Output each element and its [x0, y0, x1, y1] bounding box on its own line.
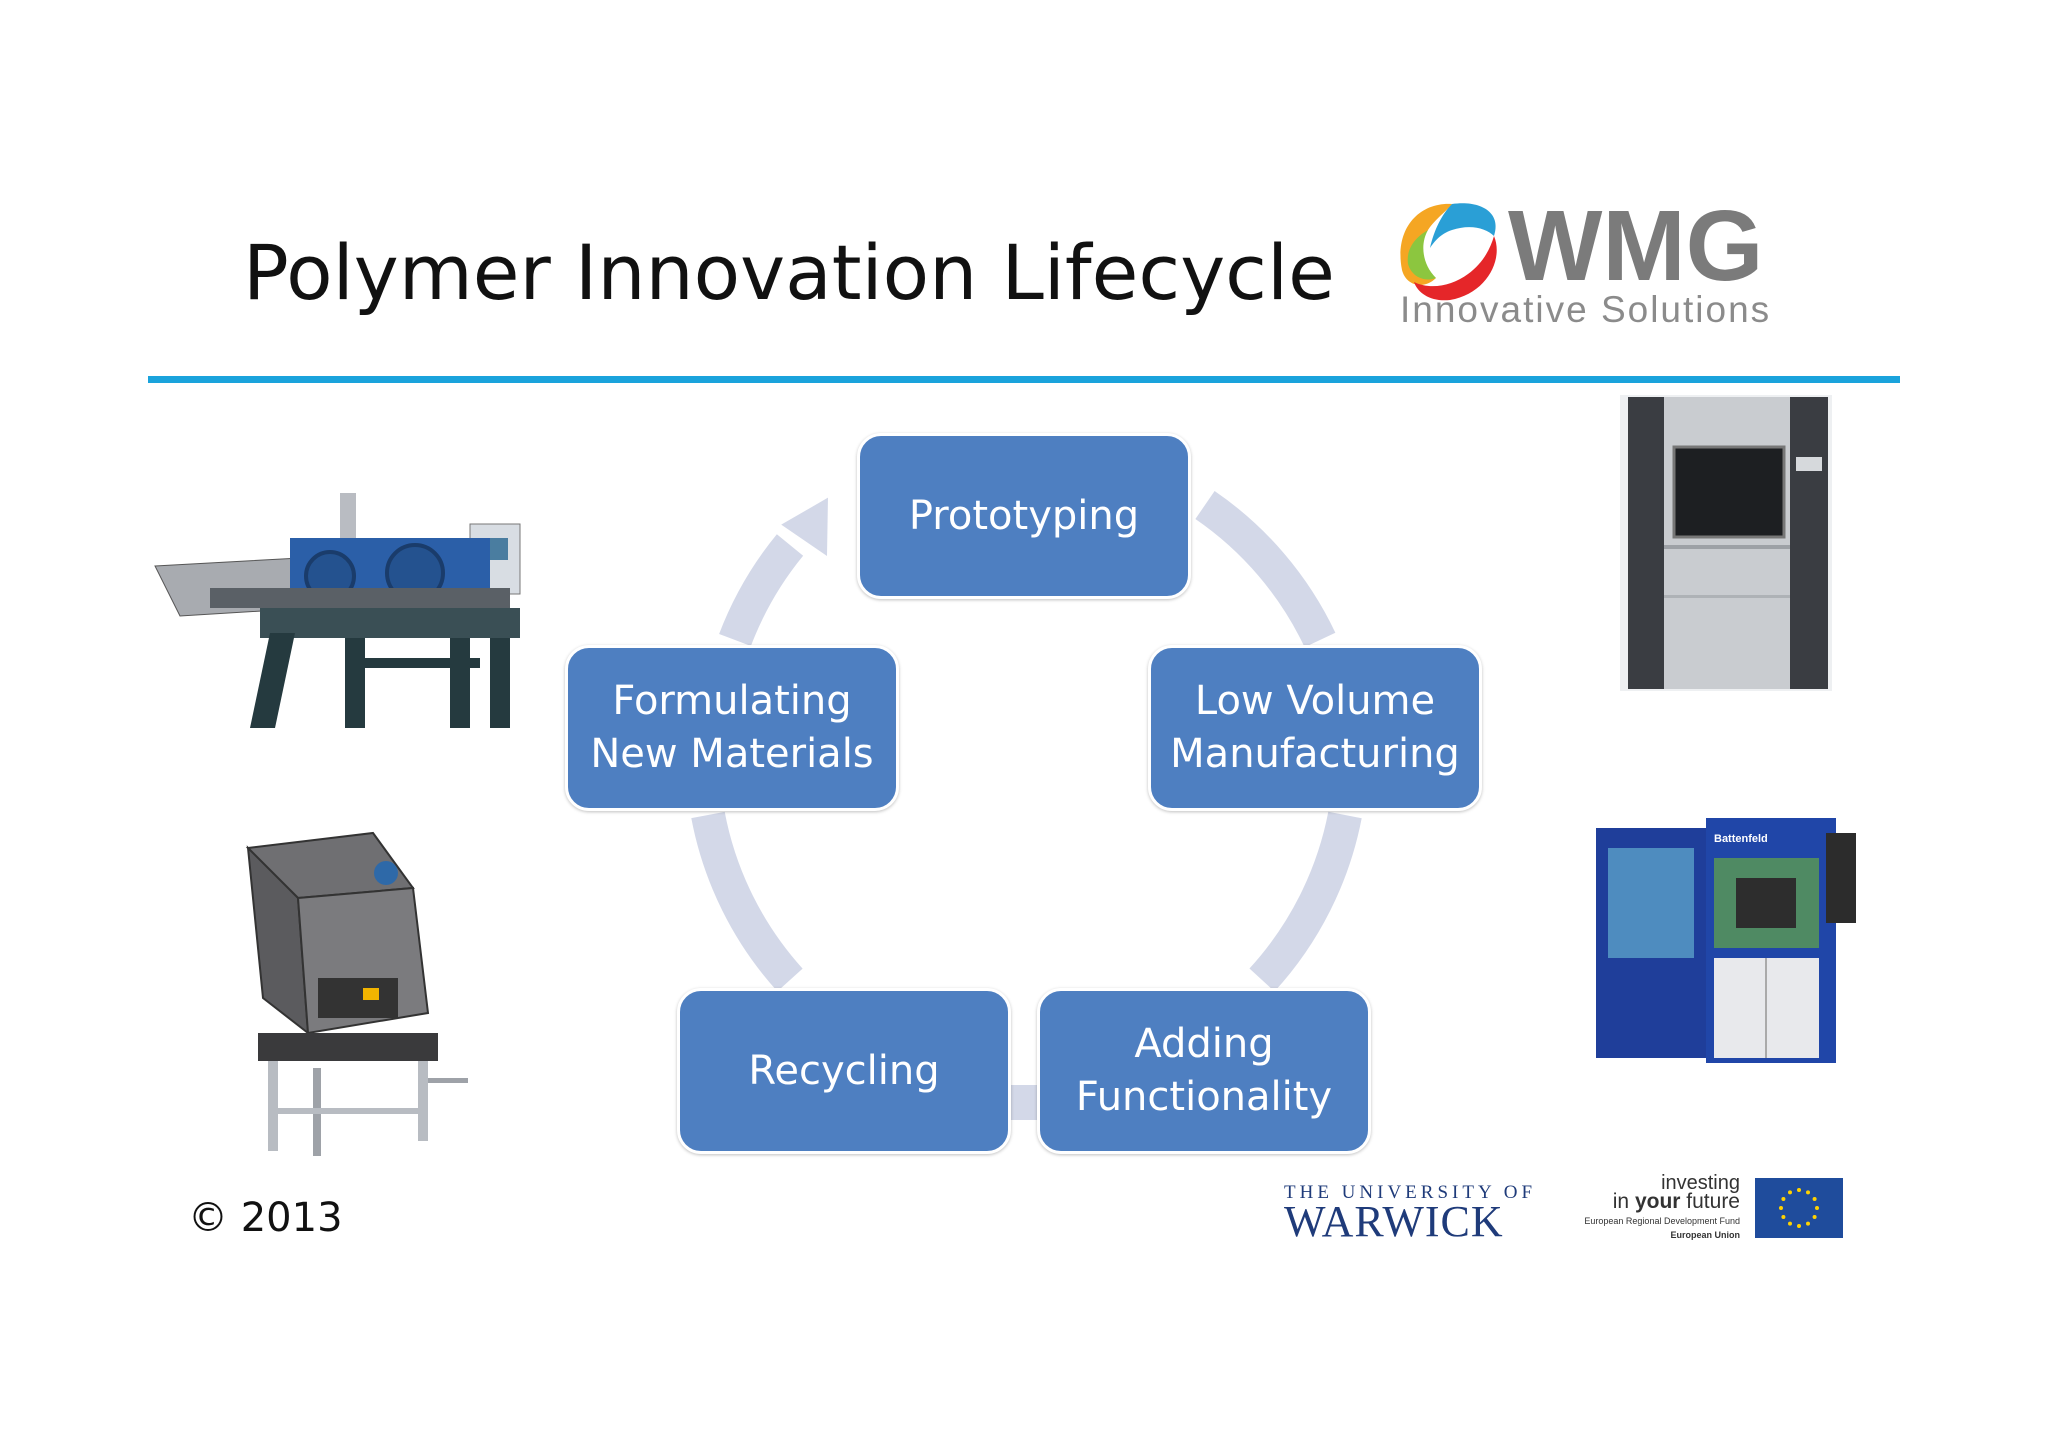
arc-formulating-to-prototyping — [719, 534, 804, 647]
arc-lowvolume-to-adding — [1249, 811, 1362, 992]
wmg-swoosh-icon — [1400, 203, 1497, 301]
slide-title: Polymer Innovation Lifecycle — [243, 228, 1335, 317]
node-formulating-label-1: Formulating — [612, 678, 852, 724]
eu-line2-suffix: future — [1680, 1190, 1740, 1213]
molding-brand-label: Battenfeld — [1714, 833, 1768, 845]
arc-recycling-to-formulating — [691, 811, 803, 992]
wmg-tagline: Innovative Solutions — [1400, 289, 1771, 330]
node-low-volume-label-1: Low Volume — [1194, 678, 1436, 724]
eu-line2-prefix: in — [1612, 1190, 1635, 1213]
node-recycling-label: Recycling — [748, 1047, 940, 1094]
node-prototyping-label: Prototyping — [908, 492, 1140, 539]
node-adding-functionality: Adding Functionality — [1037, 988, 1371, 1154]
copyright-text: © 2013 — [188, 1195, 343, 1241]
node-adding-label-1: Adding — [1134, 1021, 1274, 1067]
wmg-logo: WMG Innovative Solutions — [1400, 190, 1771, 330]
granulator-machine-image — [245, 831, 468, 1156]
arc-prototyping-to-lowvolume — [1195, 490, 1336, 648]
eu-union-text: European Union — [1670, 1230, 1741, 1240]
node-adding-label-2: Functionality — [1075, 1074, 1333, 1120]
node-prototyping: Prototyping — [857, 433, 1191, 599]
wmg-wordmark: WMG — [1508, 190, 1763, 302]
node-formulating-label-2: New Materials — [590, 731, 874, 777]
warwick-logo-text: WARWICK — [1284, 1197, 1504, 1246]
extruder-machine-image — [154, 493, 521, 728]
eu-your-future-text: in your future — [1613, 1190, 1740, 1214]
warwick-small-text: THE UNIVERSITY OF — [1284, 1182, 1537, 1203]
eu-flag-icon — [1755, 1178, 1843, 1238]
node-low-volume-manufacturing: Low Volume Manufacturing — [1148, 645, 1482, 811]
node-formulating-new-materials: Formulating New Materials — [565, 645, 899, 811]
arrowhead-icon — [781, 497, 828, 556]
node-recycling: Recycling — [677, 988, 1011, 1154]
3d-printer-image — [1620, 395, 1832, 691]
node-low-volume-label-2: Manufacturing — [1170, 731, 1460, 777]
title-divider — [148, 376, 1900, 383]
molding-model-label: Microsystem 50 — [1839, 965, 1851, 1048]
eu-fund-text: European Regional Development Fund — [1584, 1216, 1740, 1226]
eu-investing-text: investing — [1661, 1172, 1740, 1194]
eu-line2-bold: your — [1634, 1190, 1681, 1213]
injection-molding-image: Battenfeld Microsystem 50 — [1596, 818, 1856, 1063]
